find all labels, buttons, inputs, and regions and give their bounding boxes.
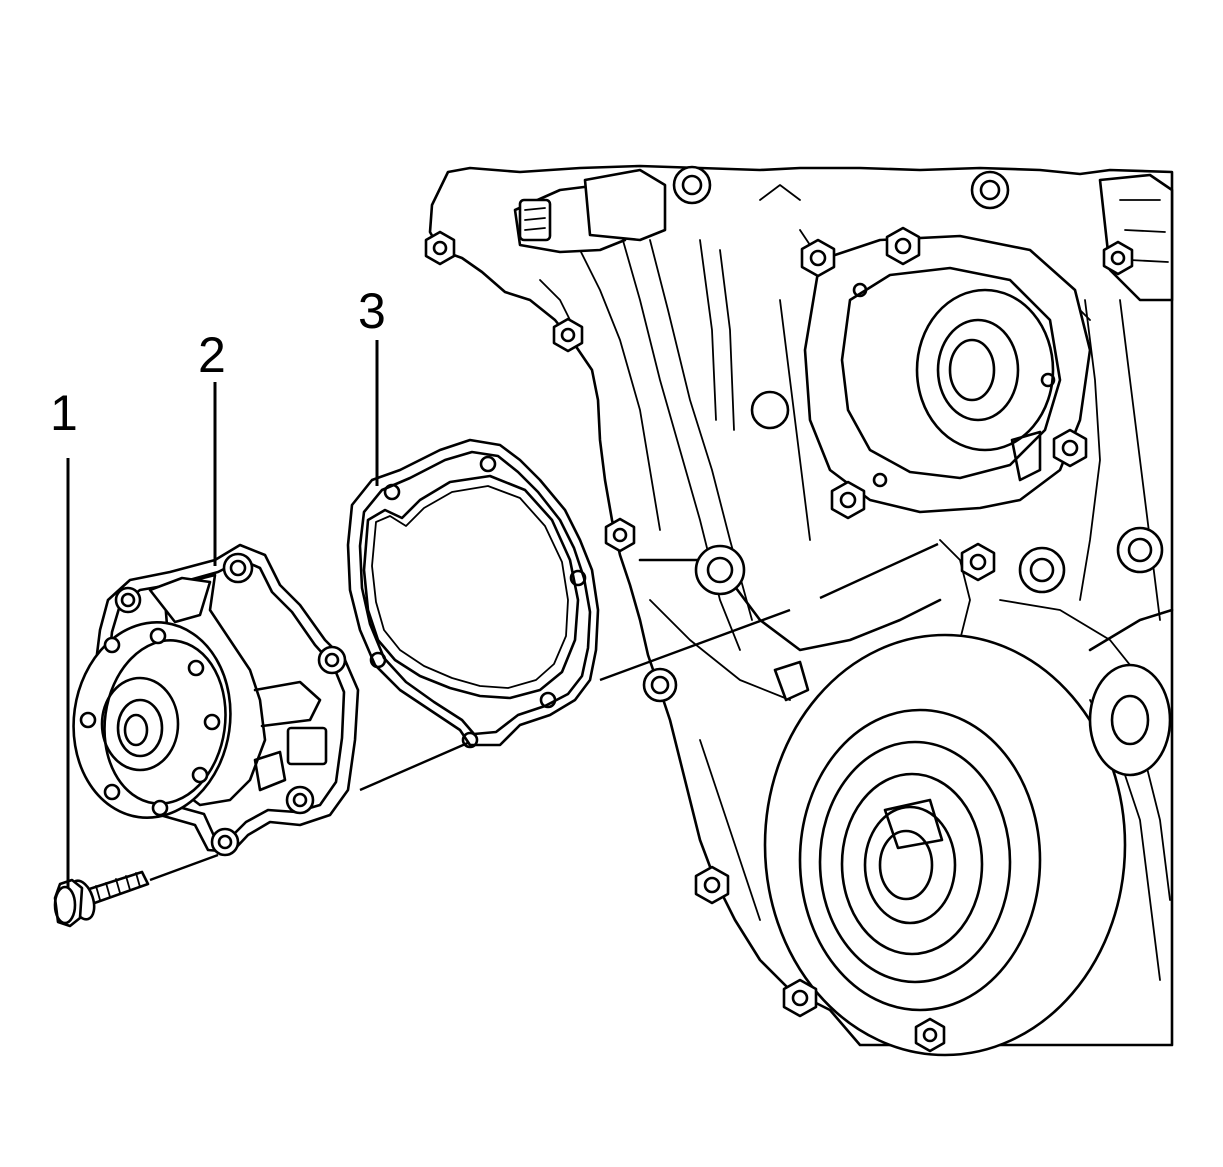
callout-2: 2 — [198, 327, 226, 566]
callout-3-label: 3 — [358, 283, 386, 339]
callout-2-label: 2 — [198, 327, 226, 383]
callout-1: 1 — [50, 385, 78, 888]
alignment-axes — [149, 542, 939, 882]
bolt-icon — [53, 870, 150, 928]
water-pump-icon — [72, 543, 360, 857]
cover-bolts — [424, 226, 1134, 1053]
callout-3: 3 — [358, 283, 386, 486]
gasket-icon — [346, 438, 600, 749]
engine-front-cover — [428, 164, 1174, 1057]
callout-1-label: 1 — [50, 385, 78, 441]
